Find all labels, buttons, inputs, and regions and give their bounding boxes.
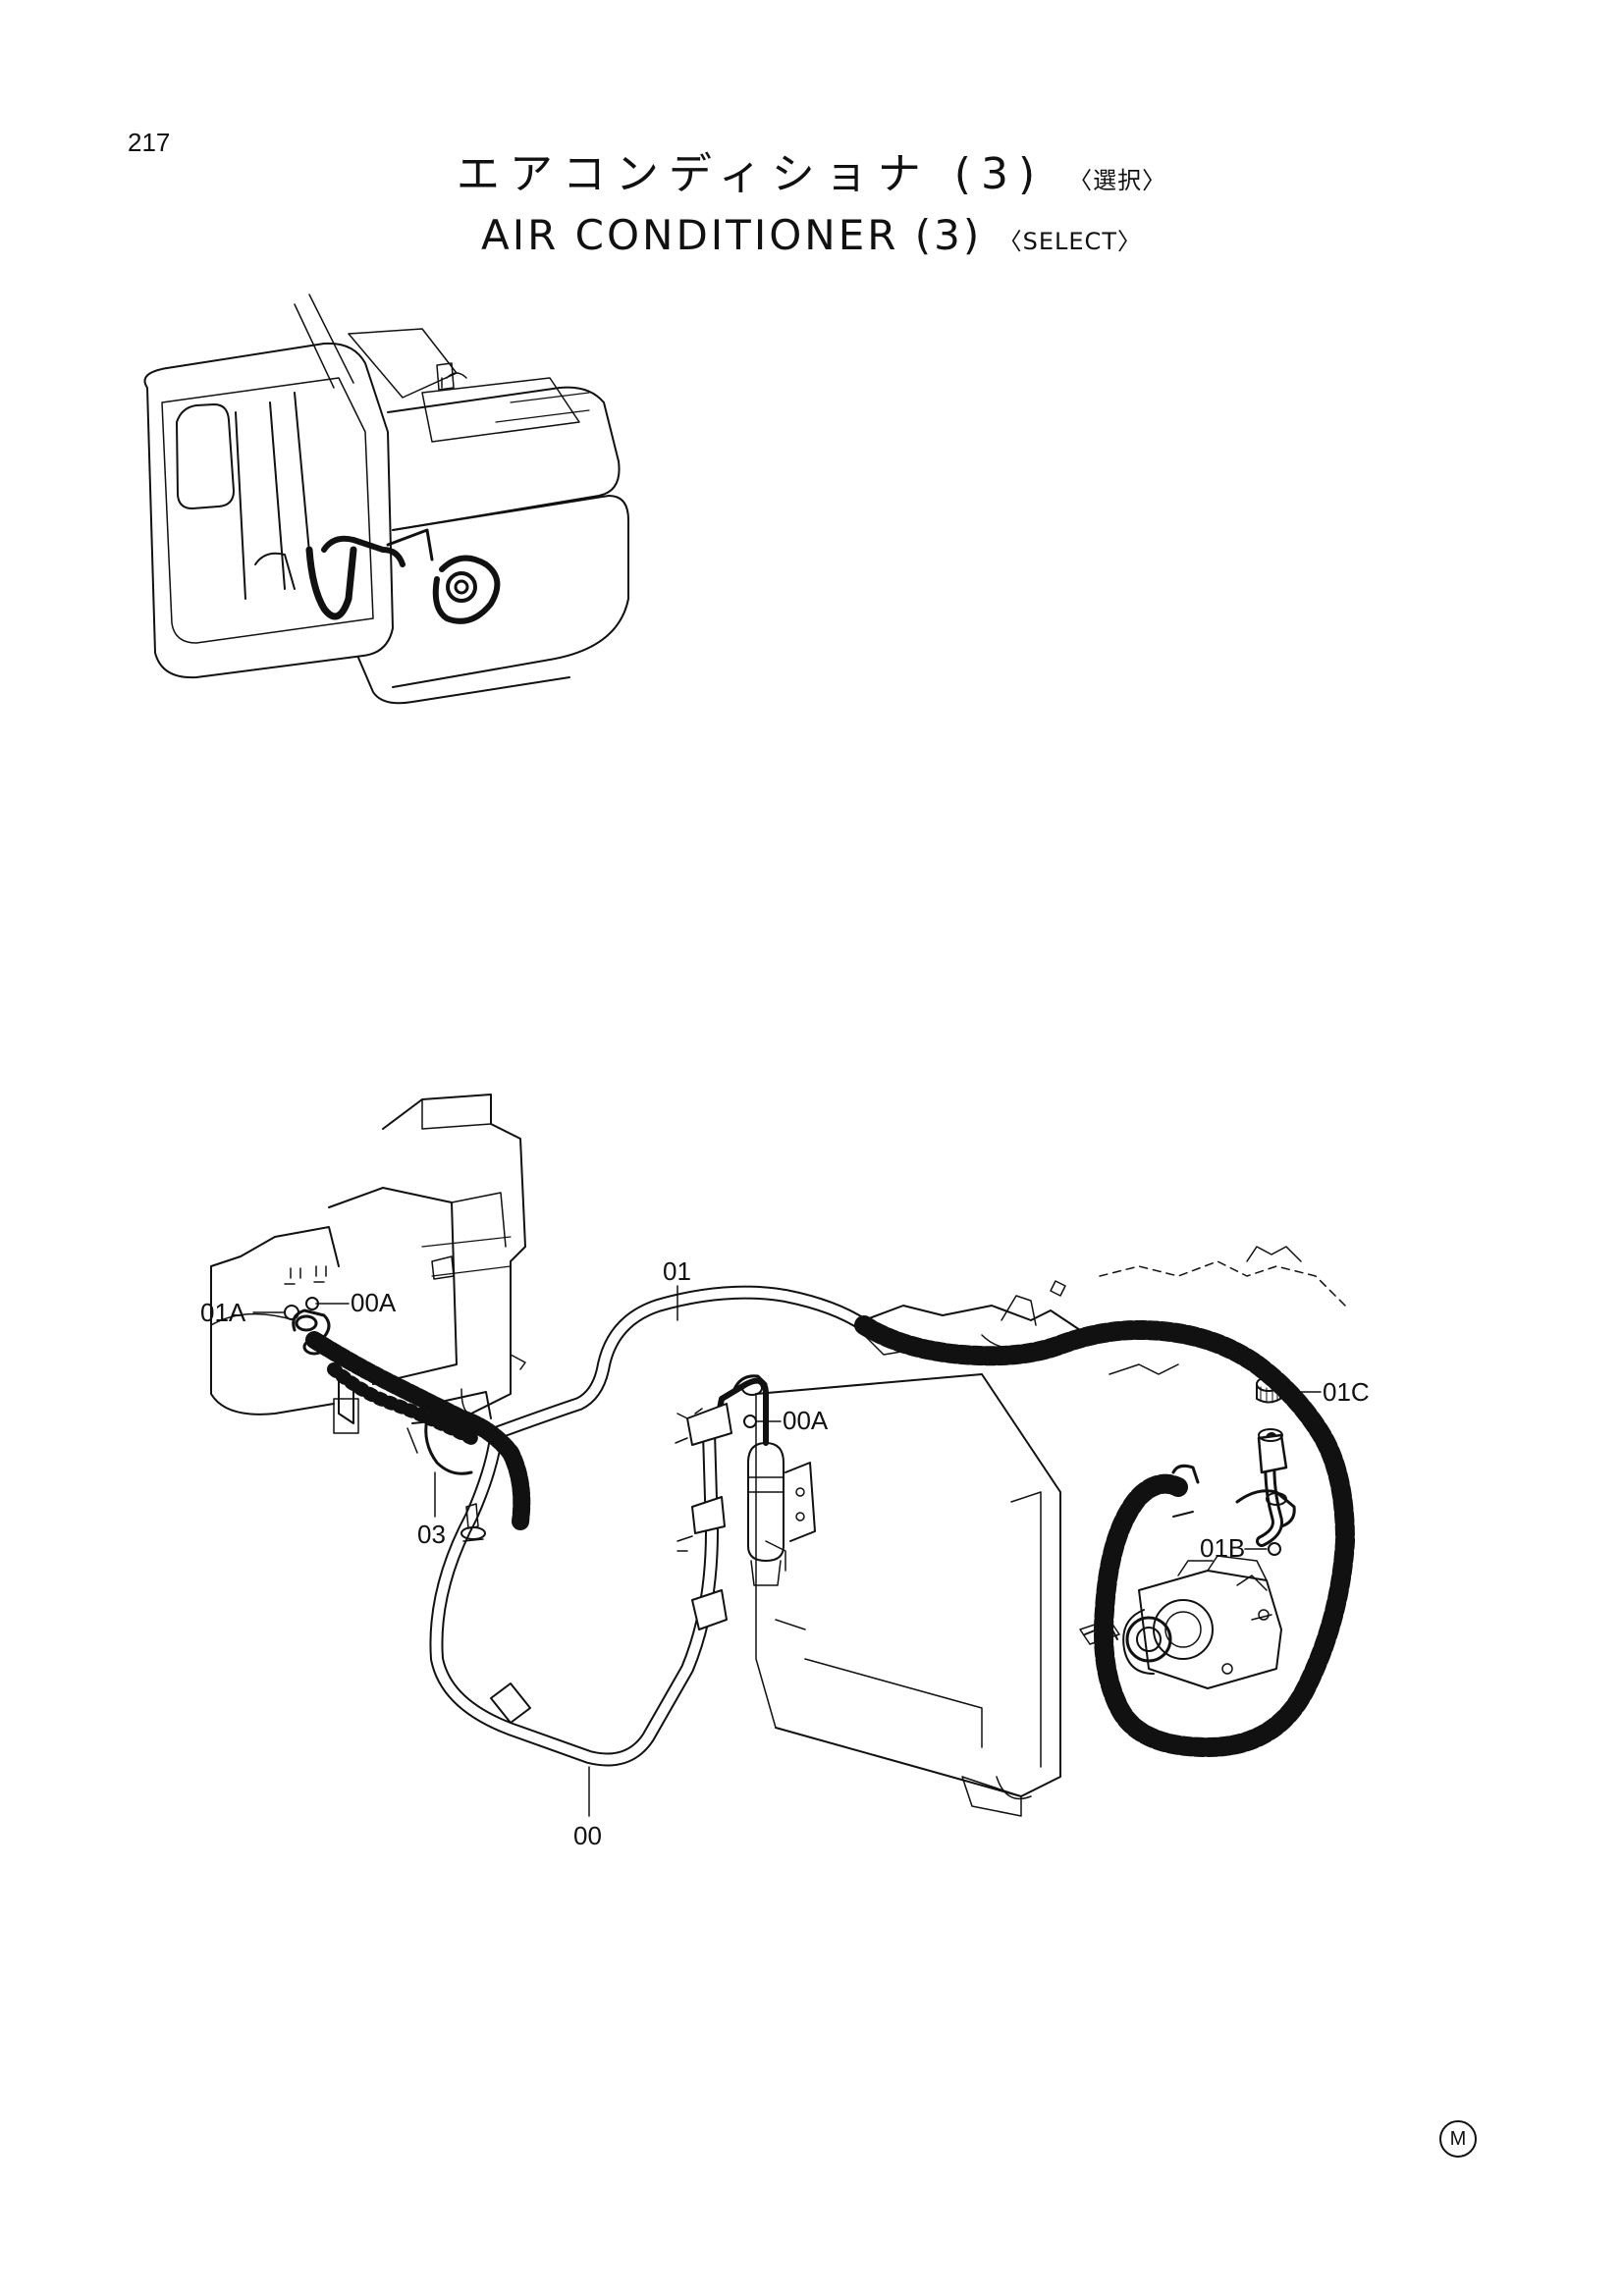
callout-03: 03: [417, 1520, 446, 1549]
callout-01: 01: [663, 1256, 691, 1286]
hose-01-drawing: [489, 1285, 871, 1440]
title-english-note: 〈SELECT〉: [998, 228, 1142, 255]
corrugated-hose-drawing: [305, 1315, 1355, 1757]
receiver-dryer-drawing: [712, 1374, 816, 1586]
title-japanese: エアコンディショナ (3) 〈選択〉: [0, 147, 1623, 208]
title-english-text: AIR CONDITIONER (3): [481, 211, 983, 259]
leader-lines: [252, 1285, 1322, 1817]
callout-00a-middle: 00A: [783, 1406, 829, 1435]
callout-00a-left: 00A: [351, 1288, 397, 1317]
fittings-drawing: [292, 1308, 1296, 1640]
compressor-drawing: [1079, 1555, 1282, 1689]
callout-01c: 01C: [1323, 1377, 1370, 1407]
title-english: AIR CONDITIONER (3) 〈SELECT〉: [0, 208, 1623, 269]
m-stamp: M: [1439, 2120, 1477, 2158]
page-number: 217: [128, 128, 171, 157]
title-block: エアコンディショナ (3) 〈選択〉 AIR CONDITIONER (3) 〈…: [0, 147, 1623, 269]
condenser-core-drawing: [755, 1246, 1346, 1817]
title-japanese-note: 〈選択〉: [1068, 167, 1167, 194]
callout-00: 00: [573, 1821, 602, 1850]
title-japanese-text: エアコンディショナ (3): [456, 149, 1046, 199]
callout-01a: 01A: [200, 1298, 246, 1327]
callout-01b: 01B: [1200, 1533, 1246, 1563]
evaporator-unit-drawing: [210, 1094, 526, 1424]
excavator-overview-drawing: [143, 294, 629, 705]
hose-00-drawing: [429, 1403, 732, 1767]
